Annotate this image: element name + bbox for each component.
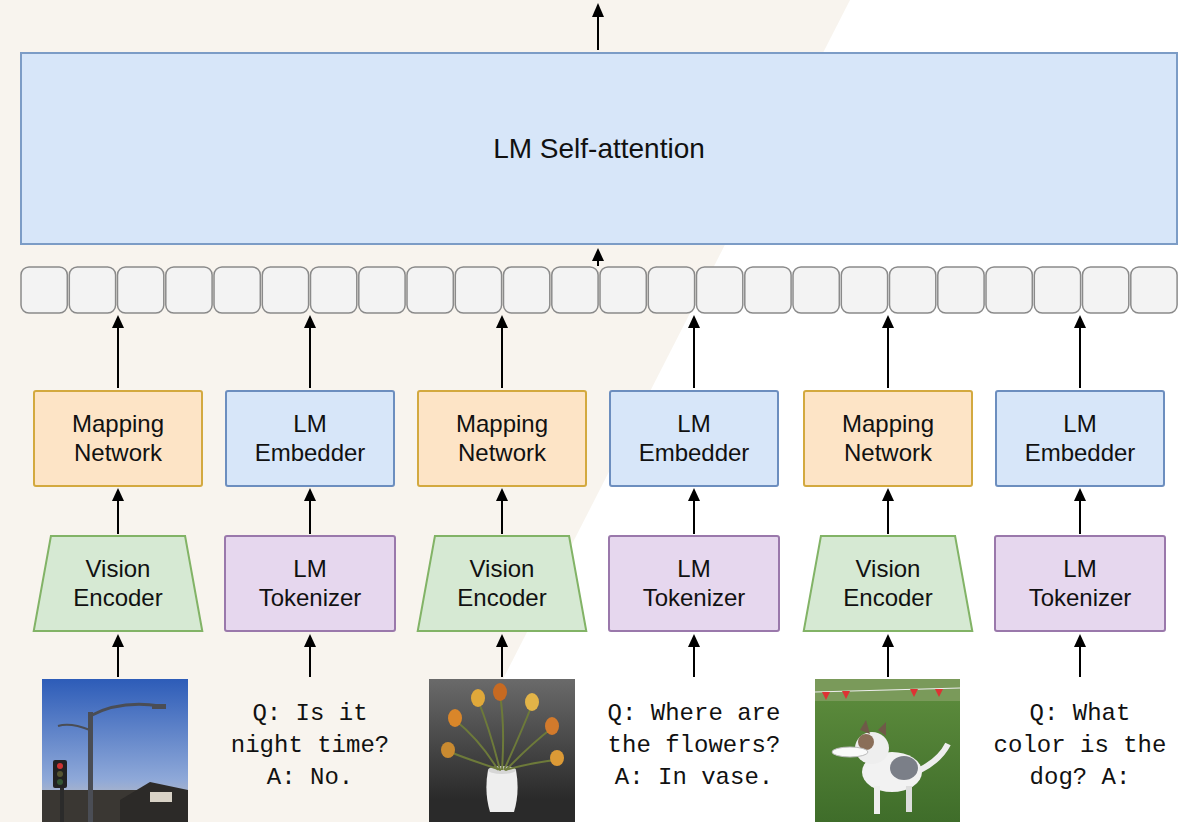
sequence-arrow (592, 248, 604, 266)
trapezoid-shape (804, 536, 973, 631)
embedder-box: LM Embedder (609, 390, 779, 487)
token-cell (697, 267, 743, 313)
token-sequence (21, 267, 1177, 313)
token-cell (166, 267, 212, 313)
connector-arrow (112, 488, 124, 534)
qa-text: Q: Is it night time? A: No. (220, 698, 400, 794)
token-cell (407, 267, 453, 313)
mapping-box: Mapping Network (417, 390, 587, 487)
token-cell (21, 267, 67, 313)
self-attention-box: LM Self-attention (20, 52, 1178, 245)
connector-arrow (882, 488, 894, 534)
connector-arrow (496, 488, 508, 534)
connector-line (693, 500, 695, 534)
box-label: LM Tokenizer (630, 555, 758, 613)
arrowhead (304, 488, 316, 501)
output-arrow (592, 3, 604, 50)
token-cell (793, 267, 839, 313)
token-cell (262, 267, 308, 313)
connector-line (117, 500, 119, 534)
box-label: Vision Encoder (824, 555, 952, 613)
tokenizer-box: LM Tokenizer (224, 535, 396, 632)
qa-text: Q: What color is the dog? A: (990, 698, 1170, 794)
box-label: LM Embedder (246, 410, 374, 468)
token-cell (69, 267, 115, 313)
box-label: Mapping Network (824, 410, 952, 468)
token-cell (890, 267, 936, 313)
token-cell (745, 267, 791, 313)
token-cell (600, 267, 646, 313)
arrowhead (688, 488, 700, 501)
box-label: Vision Encoder (54, 555, 182, 613)
arrowhead (882, 488, 894, 501)
connector-arrow (1074, 488, 1086, 534)
connector-line (309, 500, 311, 534)
street-photo (42, 679, 188, 822)
encoder-trapezoid: Vision Encoder (802, 535, 974, 632)
dog-photo (815, 679, 960, 822)
box-label: LM Embedder (630, 410, 758, 468)
token-cell (986, 267, 1032, 313)
arrowhead (112, 488, 124, 501)
encoder-trapezoid: Vision Encoder (32, 535, 204, 632)
tokenizer-box: LM Tokenizer (994, 535, 1166, 632)
token-cell (311, 267, 357, 313)
embedder-box: LM Embedder (995, 390, 1165, 487)
box-label: Mapping Network (438, 410, 566, 468)
flowers-photo (429, 679, 575, 822)
box-label: LM Tokenizer (1016, 555, 1144, 613)
box-label: Mapping Network (54, 410, 182, 468)
connector-line (887, 500, 889, 534)
trapezoid-shape (34, 536, 203, 631)
encoder-trapezoid: Vision Encoder (416, 535, 588, 632)
token-cell (1083, 267, 1129, 313)
token-cell (841, 267, 887, 313)
qa-text: Q: Where are the flowers? A: In vase. (604, 698, 784, 794)
box-label: LM Self-attention (493, 132, 705, 166)
token-cell (214, 267, 260, 313)
token-cell (938, 267, 984, 313)
connector-line (1079, 500, 1081, 534)
arrowhead (496, 488, 508, 501)
arrowhead (1074, 488, 1086, 501)
cell-arrows (112, 315, 1086, 388)
token-cell (455, 267, 501, 313)
mapping-box: Mapping Network (33, 390, 203, 487)
tokenizer-box: LM Tokenizer (608, 535, 780, 632)
embedder-box: LM Embedder (225, 390, 395, 487)
connector-arrow (304, 488, 316, 534)
box-label: Vision Encoder (438, 555, 566, 613)
token-cell (118, 267, 164, 313)
token-cell (504, 267, 550, 313)
token-cell (648, 267, 694, 313)
token-cell (1034, 267, 1080, 313)
token-cell (359, 267, 405, 313)
mapping-box: Mapping Network (803, 390, 973, 487)
token-cell (552, 267, 598, 313)
token-cell (1131, 267, 1177, 313)
box-label: LM Embedder (1016, 410, 1144, 468)
connector-arrow (688, 488, 700, 534)
input-arrows (112, 634, 1086, 677)
connector-line (501, 500, 503, 534)
box-label: LM Tokenizer (246, 555, 374, 613)
trapezoid-shape (418, 536, 587, 631)
